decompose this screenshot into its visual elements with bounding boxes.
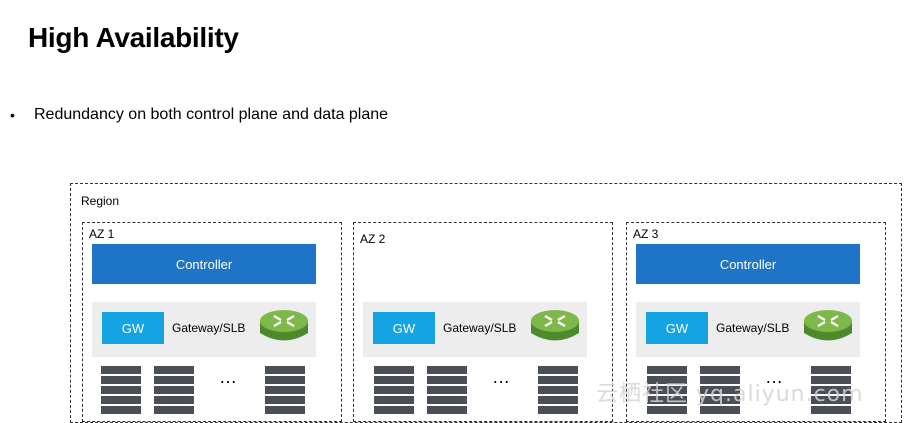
gw-box-3: GW [646, 312, 708, 344]
gateway-slb-label-3: Gateway/SLB [716, 321, 790, 335]
server-rack-icon [265, 366, 305, 414]
az-label-1: AZ 1 [89, 227, 115, 241]
server-rack-icon [700, 366, 740, 414]
az-label-2: AZ 2 [360, 232, 386, 246]
az-box-3: AZ 3 Controller GW Gateway/SLB … [626, 222, 886, 422]
server-row-1: … [83, 363, 343, 423]
servers-ellipsis-3: … [765, 367, 784, 387]
gateway-panel-3: GW Gateway/SLB [636, 302, 860, 357]
gw-box-1: GW [102, 312, 164, 344]
router-icon [531, 310, 579, 341]
controller-box-3: Controller [636, 244, 860, 284]
router-icon [260, 310, 308, 341]
az-box-1: AZ 1 Controller GW Gateway/SLB … [82, 222, 342, 422]
gateway-slb-label-2: Gateway/SLB [443, 321, 517, 335]
az-box-2: AZ 2 GW Gateway/SLB … [353, 222, 613, 422]
controller-box-1: Controller [92, 244, 316, 284]
gateway-slb-label-1: Gateway/SLB [172, 321, 246, 335]
bullet-text: Redundancy on both control plane and dat… [34, 106, 389, 123]
slide-title: High Availability [28, 22, 239, 53]
server-row-3: … [627, 363, 887, 423]
bullet-marker: • [10, 107, 15, 123]
servers-ellipsis-2: … [492, 367, 511, 387]
az-label-3: AZ 3 [633, 227, 659, 241]
server-rack-icon [101, 366, 141, 414]
server-row-2: … [354, 363, 614, 423]
region-box: Region AZ 1 Controller GW Gateway/SLB [70, 183, 902, 423]
server-rack-icon [427, 366, 467, 414]
server-rack-icon [538, 366, 578, 414]
region-label: Region [81, 194, 120, 208]
router-icon [804, 310, 852, 341]
server-rack-icon [154, 366, 194, 414]
server-rack-icon [811, 366, 851, 414]
server-rack-icon [647, 366, 687, 414]
gateway-panel-2: GW Gateway/SLB [363, 302, 587, 357]
gw-box-2: GW [373, 312, 435, 344]
watermark: 云栖社区 yq.aliyun.com [596, 382, 864, 407]
bullet-item: • Redundancy on both control plane and d… [10, 106, 388, 124]
gateway-panel-1: GW Gateway/SLB [92, 302, 316, 357]
server-rack-icon [374, 366, 414, 414]
servers-ellipsis-1: … [219, 367, 238, 387]
